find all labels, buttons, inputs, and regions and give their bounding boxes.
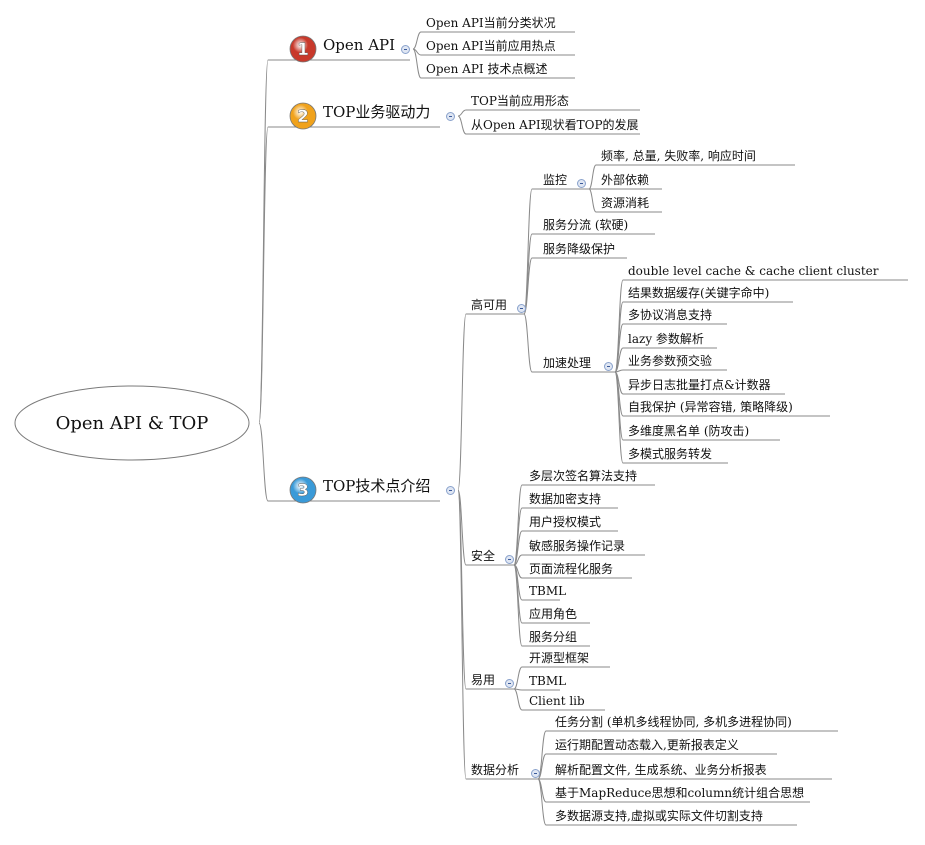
connector-line	[588, 164, 597, 190]
collapse-toggle-icon[interactable]	[516, 303, 526, 313]
leaf-label[interactable]: TBML	[529, 674, 567, 688]
subtopic-label[interactable]: Open API当前应用热点	[426, 39, 556, 53]
connector-line	[513, 564, 523, 647]
leaf-label[interactable]: 数据加密支持	[529, 492, 602, 506]
connector-line	[457, 313, 467, 491]
branch-topic-label[interactable]: Open API	[323, 36, 396, 54]
connector-line	[457, 489, 467, 780]
subtopic-label[interactable]: 服务分流 (软硬)	[543, 218, 629, 232]
collapse-toggle-icon[interactable]	[400, 44, 410, 54]
subtopic-label[interactable]: 服务降级保护	[543, 242, 616, 256]
branch-topic-label[interactable]: TOP业务驱动力	[323, 103, 431, 121]
root-node-ellipse[interactable]	[14, 385, 250, 461]
leaf-label[interactable]: 敏感服务操作记录	[529, 539, 626, 553]
subtopic-label[interactable]: 易用	[471, 673, 496, 687]
subtopic-label[interactable]: Open API当前分类状况	[426, 16, 556, 30]
collapse-toggle-icon[interactable]	[576, 178, 586, 188]
leaf-label[interactable]: double level cache & cache client cluste…	[628, 264, 879, 278]
connector-line	[457, 109, 467, 117]
leaf-label[interactable]: lazy 参数解析	[628, 332, 704, 346]
collapse-toggle-icon[interactable]	[504, 554, 514, 564]
leaf-label[interactable]: 用户授权模式	[529, 515, 602, 529]
connector-line	[457, 115, 467, 135]
subtopic-label[interactable]: 安全	[471, 549, 496, 563]
subtopic-label[interactable]: 监控	[543, 173, 568, 187]
subtopic-label[interactable]: TOP当前应用形态	[471, 94, 569, 108]
leaf-label[interactable]: 开源型框架	[529, 651, 590, 665]
subtopic-label[interactable]: 高可用	[471, 298, 508, 312]
leaf-label[interactable]: 异步日志批量打点&计数器	[628, 378, 771, 392]
root-node-label: Open API & TOP	[56, 413, 209, 434]
connector-line	[523, 188, 533, 315]
leaf-label[interactable]: TBML	[529, 584, 567, 598]
leaf-label[interactable]: 多层次签名算法支持	[529, 469, 638, 483]
connector-line	[588, 188, 597, 213]
leaf-label[interactable]: 服务分组	[529, 630, 578, 644]
number-badge-icon: 3	[289, 476, 317, 504]
connector-line	[523, 313, 533, 373]
connector-line	[513, 666, 523, 690]
number-badge-text: 1	[297, 40, 309, 60]
subtopic-label[interactable]: Open API 技术点概述	[426, 62, 548, 76]
leaf-label[interactable]: 外部依赖	[601, 173, 650, 187]
leaf-label[interactable]: 业务参数预交验	[628, 354, 713, 368]
collapse-toggle-icon[interactable]	[504, 678, 514, 688]
subtopic-label[interactable]: 加速处理	[543, 356, 592, 370]
leaf-label[interactable]: 自我保护 (异常容错, 策略降级)	[628, 400, 793, 414]
leaf-label[interactable]: 资源消耗	[601, 196, 650, 210]
leaf-label[interactable]: 多维度黑名单 (防攻击)	[628, 424, 750, 438]
subtopic-label[interactable]: 数据分析	[471, 763, 520, 777]
collapse-toggle-icon[interactable]	[445, 111, 455, 121]
subtopic-label[interactable]: 从Open API现状看TOP的发展	[471, 118, 639, 132]
leaf-label[interactable]: 解析配置文件, 生成系统、业务分析报表	[555, 763, 767, 777]
leaf-label[interactable]: 基于MapReduce思想和column统计组合思想	[555, 786, 805, 800]
number-badge-text: 3	[297, 481, 309, 501]
collapse-toggle-icon[interactable]	[530, 768, 540, 778]
connector-line	[258, 126, 269, 424]
connector-line	[412, 31, 422, 50]
connector-line	[614, 323, 624, 373]
connector-line	[258, 422, 269, 502]
connector-line	[614, 371, 624, 464]
number-badge-icon: 2	[289, 102, 317, 130]
leaf-label[interactable]: 多数据源支持,虚拟或实际文件切割支持	[555, 809, 763, 823]
leaf-label[interactable]: 结果数据缓存(关键字命中)	[628, 286, 770, 300]
connector-line	[537, 753, 547, 780]
leaf-label[interactable]: 多模式服务转发	[628, 447, 713, 461]
leaf-label[interactable]: 任务分割 (单机多线程协同, 多机多进程协同)	[555, 715, 792, 729]
leaf-label[interactable]: 多协议消息支持	[628, 308, 713, 322]
leaf-label[interactable]: 页面流程化服务	[529, 562, 614, 576]
connector-line	[513, 688, 523, 711]
connector-line	[412, 48, 422, 79]
number-badge-text: 2	[297, 107, 309, 127]
connector-line	[523, 257, 533, 315]
connector-line	[258, 59, 269, 424]
leaf-label[interactable]: 频率, 总量, 失败率, 响应时间	[601, 149, 756, 163]
connector-line	[457, 489, 467, 566]
number-badge-icon: 1	[289, 35, 317, 63]
collapse-toggle-icon[interactable]	[603, 361, 613, 371]
connector-line	[537, 778, 547, 826]
leaf-label[interactable]: Client lib	[529, 694, 585, 708]
leaf-label[interactable]: 运行期配置动态载入,更新报表定义	[555, 738, 739, 752]
connector-line	[614, 347, 624, 373]
connector-line	[513, 530, 523, 566]
collapse-toggle-icon[interactable]	[445, 485, 455, 495]
connector-line	[513, 554, 523, 566]
branch-topic-label[interactable]: TOP技术点介绍	[323, 477, 431, 495]
connector-line	[513, 484, 523, 566]
leaf-label[interactable]: 应用角色	[529, 607, 578, 621]
